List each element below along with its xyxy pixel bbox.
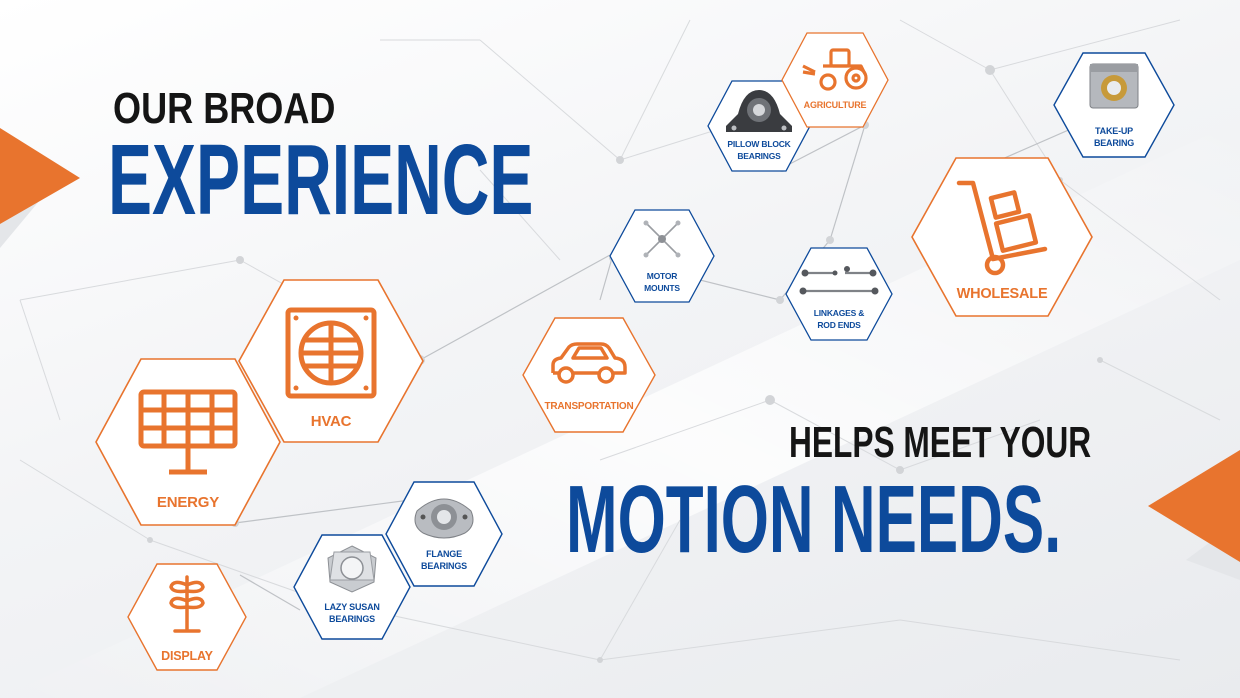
headline-helps-meet: HELPS MEET YOUR — [789, 418, 1092, 467]
hex-lazy-susan-label-line1: LAZY SUSAN — [324, 602, 380, 612]
hex-linkages-rod-ends[interactable]: LINKAGES & ROD ENDS — [785, 247, 893, 341]
hexagon-outline — [911, 157, 1093, 317]
hexagon-outline — [609, 209, 715, 303]
hex-pillow-block-label-line1: PILLOW BLOCK — [727, 139, 791, 149]
hex-wholesale-label: WHOLESALE — [956, 286, 1048, 302]
hex-hvac-label: HVAC — [310, 413, 352, 430]
hex-display-label: DISPLAY — [161, 649, 213, 663]
hex-take-up-bearing[interactable]: TAKE-UP BEARING — [1053, 52, 1175, 158]
hex-wholesale[interactable]: WHOLESALE — [911, 157, 1093, 317]
hex-display[interactable]: DISPLAY — [127, 563, 247, 671]
hexagon-outline — [522, 317, 656, 433]
hex-energy-label: ENERGY — [156, 494, 220, 511]
hvac-fan-icon — [285, 307, 377, 399]
solar-panel-icon — [138, 389, 238, 475]
hexagon-outline — [785, 247, 893, 341]
hex-flange-bearings[interactable]: FLANGE BEARINGS — [385, 481, 503, 587]
hex-agriculture[interactable]: AGRICULTURE — [781, 32, 889, 128]
flange-bearing-icon — [414, 498, 474, 539]
hex-flange-label-line2: BEARINGS — [421, 561, 467, 571]
car-icon — [551, 342, 627, 384]
right-accent-triangle — [1148, 450, 1240, 580]
headline-experience: EXPERIENCE — [108, 124, 534, 236]
hex-motor-mounts[interactable]: MOTOR MOUNTS — [609, 209, 715, 303]
hex-hvac[interactable]: HVAC — [238, 279, 424, 443]
motor-mount-icon — [643, 220, 681, 258]
hand-truck-icon — [956, 180, 1048, 276]
hex-lazy-susan-label-line2: BEARINGS — [329, 614, 375, 624]
hex-take-up-label-line1: TAKE-UP — [1095, 126, 1133, 136]
hex-pillow-block-label-line2: BEARINGS — [737, 151, 781, 161]
hex-agriculture-label: AGRICULTURE — [803, 100, 867, 110]
tractor-icon — [802, 48, 868, 91]
hex-linkages-label-line1: LINKAGES & — [813, 308, 865, 318]
hex-lazy-susan-bearings[interactable]: LAZY SUSAN BEARINGS — [293, 534, 411, 640]
take-up-bearing-icon — [1089, 63, 1139, 109]
hex-linkages-label-line2: ROD ENDS — [817, 320, 861, 330]
hex-flange-label-line1: FLANGE — [426, 549, 462, 559]
headline-motion-needs: MOTION NEEDS. — [566, 466, 1062, 573]
hex-motor-mounts-label-line1: MOTOR — [646, 271, 678, 281]
hex-transportation-label: TRANSPORTATION — [544, 401, 634, 412]
lazy-susan-bearing-icon — [327, 545, 377, 593]
hex-transportation[interactable]: TRANSPORTATION — [522, 317, 656, 433]
display-rack-icon — [169, 575, 205, 633]
hex-take-up-label-line2: BEARING — [1093, 138, 1135, 148]
hex-motor-mounts-label-line2: MOUNTS — [644, 283, 680, 293]
hex-energy[interactable]: ENERGY — [95, 358, 281, 526]
pillow-block-bearing-icon — [726, 90, 792, 132]
left-accent-triangle — [0, 128, 80, 248]
linkage-rod-end-icon — [799, 266, 879, 295]
headline-our-broad: OUR BROAD — [113, 84, 336, 133]
